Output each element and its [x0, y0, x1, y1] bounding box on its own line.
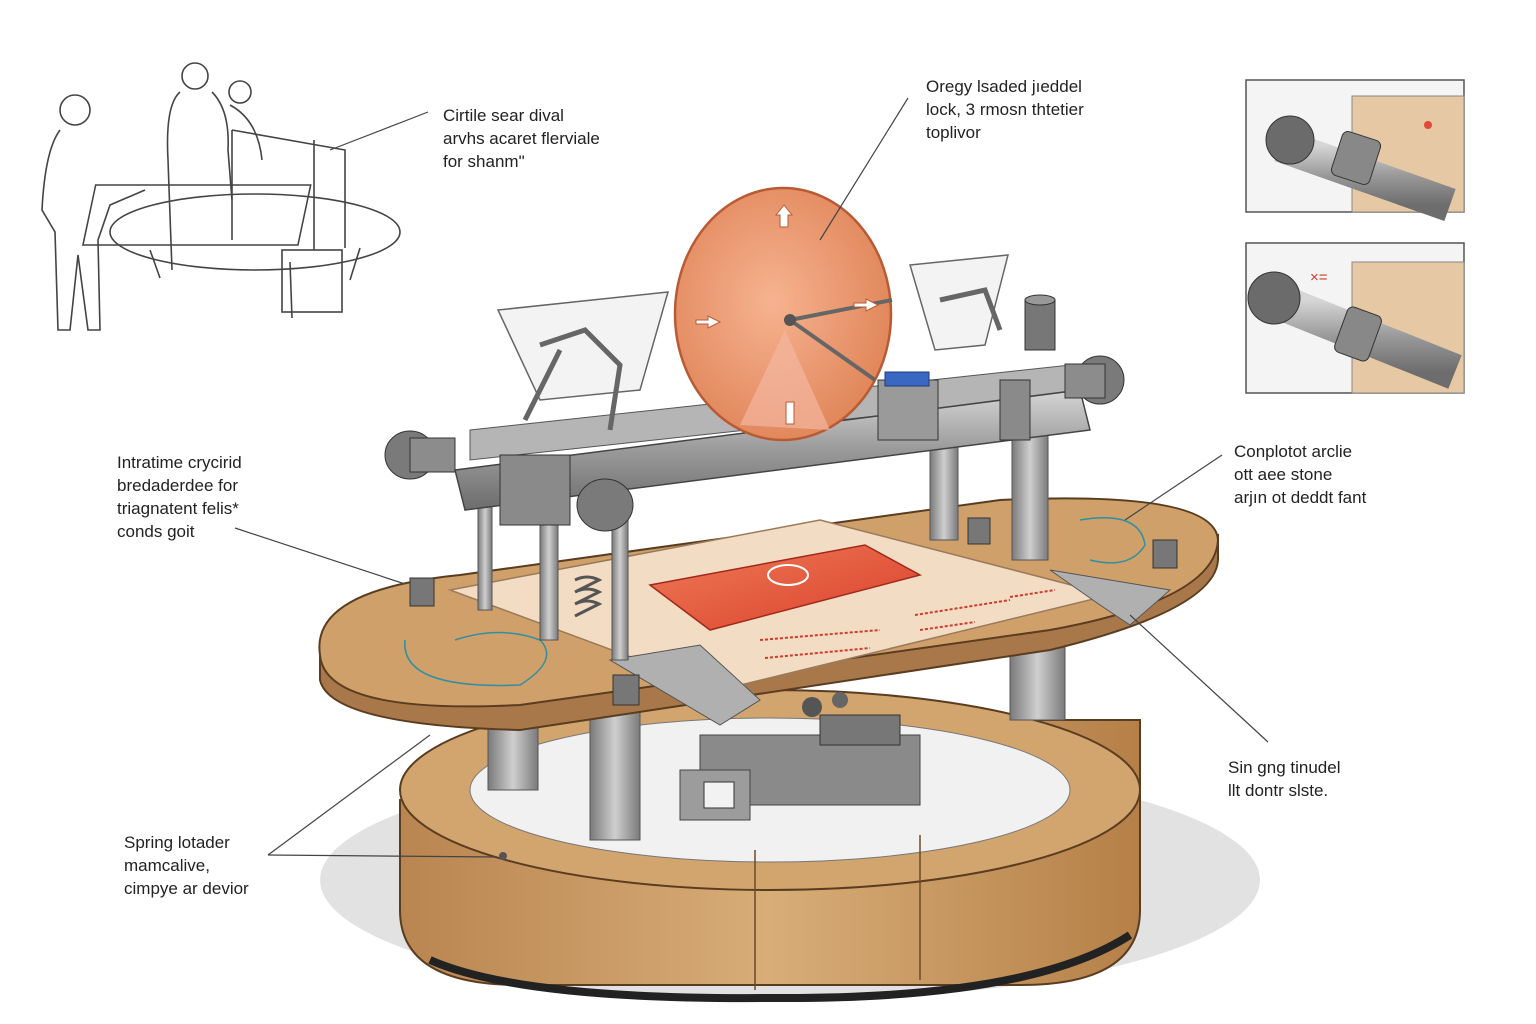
- rotating-disc: [673, 186, 893, 442]
- callout-line: Sin gng tinudel: [1228, 758, 1341, 777]
- callout-bottom-right: Sin gng tinudel llt dontr slste.: [1228, 756, 1340, 802]
- leader-lines: [234, 97, 1269, 858]
- arrow-right-icon: [853, 298, 880, 312]
- callout-line: arvhs acaret flerviale: [443, 129, 600, 148]
- callout-line: Oregy lsaded jıeddel: [926, 77, 1082, 96]
- callout-top-left: Cirtile sear dival arvhs acaret flervial…: [443, 104, 600, 173]
- callout-line: ott aee stone: [1234, 465, 1333, 484]
- support-columns: [487, 619, 1066, 841]
- callout-line: toplivor: [926, 123, 981, 142]
- callout-line: Spring lotader: [124, 833, 230, 852]
- callout-mid-right: Conplotot arclie ott aee stone arjın ot …: [1234, 440, 1366, 509]
- arrow-left-icon: [695, 315, 722, 329]
- detail-panel-upper: [1245, 79, 1465, 222]
- callout-line: Intratime crycirid: [117, 453, 242, 472]
- callout-line: for shanm": [443, 152, 525, 171]
- shield-screens: [496, 254, 1009, 431]
- heat-pad: [648, 544, 923, 631]
- callout-line: Conplotot arclie: [1234, 442, 1353, 461]
- people-sketch: [41, 62, 401, 331]
- svg-text:×=: ×=: [1310, 269, 1328, 286]
- callout-line: conds goit: [117, 522, 195, 541]
- detail-panel-lower: ×=: [1245, 242, 1465, 394]
- callout-line: lock, 3 rmosn thtetier: [926, 100, 1084, 119]
- callout-line: triagnatent felis*: [117, 499, 239, 518]
- blue-display: [884, 371, 930, 387]
- callout-top-center: Oregy lsaded jıeddel lock, 3 rmosn thtet…: [926, 75, 1084, 144]
- callout-line: llt dontr slste.: [1228, 781, 1329, 800]
- gantry-frame: [384, 294, 1125, 661]
- callout-line: bredaderdee for: [117, 476, 238, 495]
- callout-mid-left: Intratime crycirid bredaderdee for triag…: [117, 451, 242, 543]
- callout-line: cimpye ar devior: [124, 879, 249, 898]
- callout-bottom-left: Spring lotader mamcalive, cimpye ar devi…: [124, 831, 249, 900]
- arrow-down-icon: [785, 401, 795, 425]
- arrow-up-icon: [774, 204, 794, 228]
- callout-line: Cirtile sear dival: [443, 106, 564, 125]
- callout-line: mamcalive,: [124, 856, 210, 875]
- callout-line: arjın ot deddt fant: [1234, 488, 1367, 507]
